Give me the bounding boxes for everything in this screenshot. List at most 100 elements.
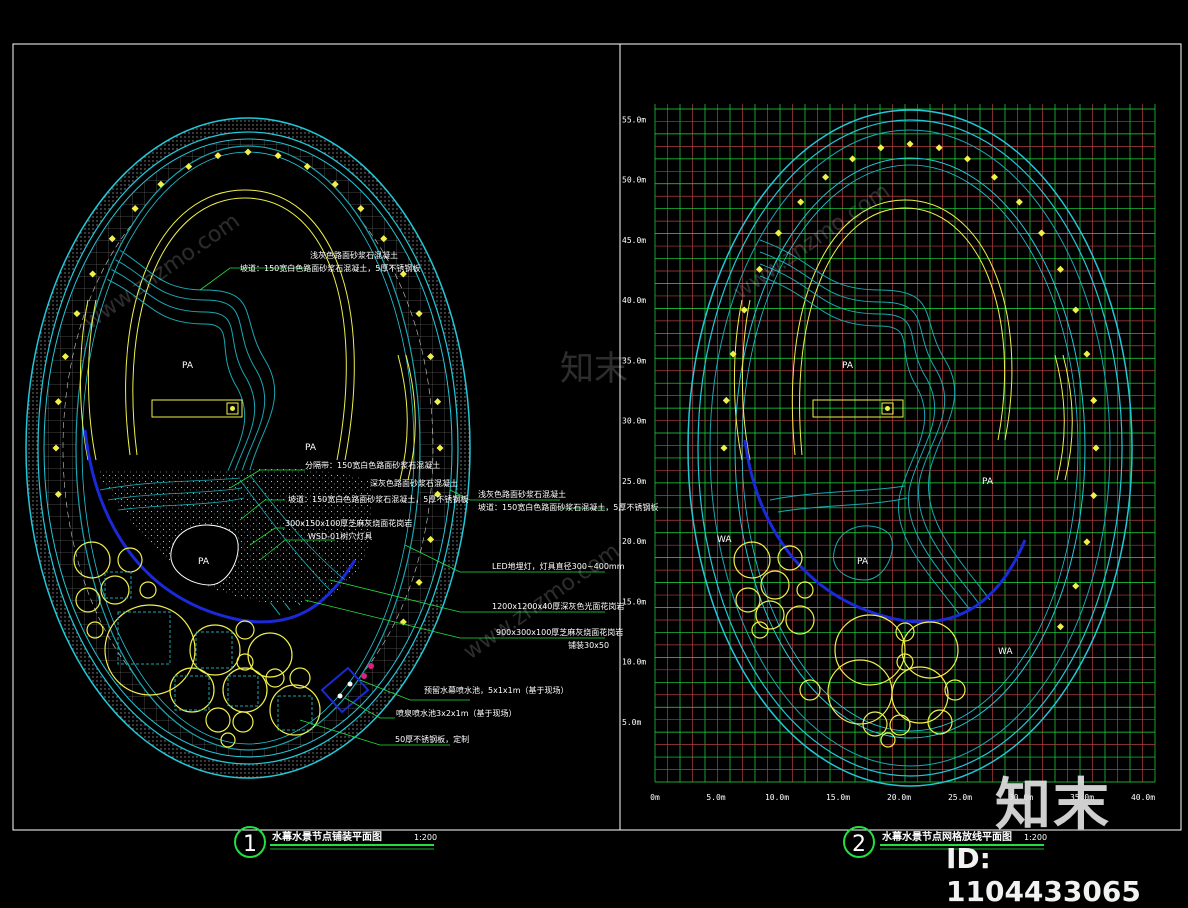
plan2-zone-pa-1: PA <box>842 361 854 371</box>
light-marker <box>303 162 311 171</box>
light-marker <box>1056 265 1065 273</box>
light-marker <box>1083 538 1091 546</box>
light-marker <box>1090 492 1098 500</box>
light-marker <box>131 204 139 213</box>
plan1-scale: 1:200 <box>414 833 437 842</box>
light-marker <box>399 270 407 278</box>
light-marker <box>963 155 972 163</box>
light-marker <box>990 173 998 181</box>
light-marker <box>774 229 783 237</box>
plan1-callout-1: 坡道：150宽白色路面砂浆石混凝土，5厚不锈钢板 <box>240 263 420 273</box>
plan2-title-block: 2 水幕水景节点网格放线平面图 1:200 <box>843 826 1047 858</box>
watermark-logo-faint: 知末 <box>560 349 628 389</box>
plan1-callout-14: 喷泉喷水池3x2x1m（基于现场） <box>396 708 517 718</box>
plan1-callout-4: 坡道：150宽白色路面砂浆石混凝土，5厚不锈钢板 <box>288 494 468 504</box>
plan2-drawing <box>687 109 1133 787</box>
y-axis-tick-label: 25.0m <box>622 477 646 486</box>
y-axis-tick-label: 55.0m <box>622 115 646 124</box>
plan1-callout-12: 铺装30x50 <box>568 640 609 650</box>
y-axis-tick-label: 30.0m <box>622 417 646 426</box>
plan1-title-block: 1 水幕水景节点铺装平面图 1:200 <box>234 826 437 858</box>
light-marker <box>740 306 748 314</box>
light-marker <box>1037 229 1046 237</box>
x-axis-tick-label: 5.0m <box>706 793 725 802</box>
light-marker <box>1072 582 1080 590</box>
light-marker <box>1072 306 1080 314</box>
light-marker <box>906 140 914 148</box>
x-axis-tick-label: 25.0m <box>948 793 972 802</box>
plan2-number: 2 <box>852 832 866 857</box>
y-axis-tick-label: 10.0m <box>622 658 646 667</box>
light-marker <box>434 398 442 406</box>
light-marker <box>54 398 62 406</box>
plan2-zone-pa-2: PA <box>982 477 994 487</box>
light-marker <box>157 180 165 188</box>
light-marker <box>797 198 805 206</box>
y-axis-tick-label: 40.0m <box>622 296 646 305</box>
plan1-callouts: 浅灰色路面砂浆石混凝土 坡道：150宽白色路面砂浆石混凝土，5厚不锈钢板 分隔带… <box>240 250 658 744</box>
plan1-zone-pa-3: PA <box>198 557 210 567</box>
light-marker <box>1083 350 1091 358</box>
plan1-callout-6: WSD-01树穴灯具 <box>308 531 372 541</box>
plan1-callout-3: 深灰色路面砂浆石混凝土 <box>370 478 458 488</box>
plan2-scale: 1:200 <box>1024 833 1047 842</box>
plan2-title: 水幕水景节点网格放线平面图 <box>881 830 1012 843</box>
light-marker <box>1015 198 1023 206</box>
plan1-zone-pa-2: PA <box>305 443 317 453</box>
light-marker <box>54 490 62 498</box>
plan1-callout-10: 1200x1200x40厚深灰色光面花岗岩 <box>492 601 624 611</box>
plan2-zone-wa-2: WA <box>998 647 1013 657</box>
light-marker <box>1056 623 1065 631</box>
light-marker <box>1090 396 1098 404</box>
light-marker <box>61 352 69 361</box>
light-marker <box>108 235 116 243</box>
light-marker <box>935 144 943 152</box>
plan2-number-circle <box>843 826 875 858</box>
y-axis-tick-label: 35.0m <box>622 356 646 365</box>
watermark-id: ID: 1104433065 <box>946 842 1141 908</box>
plan1-number-circle <box>234 826 266 858</box>
light-marker <box>415 578 423 586</box>
plan1-callout-2: 分隔带：150宽白色路面砂浆石混凝土 <box>305 460 440 470</box>
plan2-zone-pa-3: PA <box>857 557 869 567</box>
x-axis-tick-label: 35.0m <box>1070 793 1094 802</box>
light-marker <box>848 155 857 163</box>
plan1-callout-15: 50厚不锈钢板，定制 <box>395 734 469 744</box>
light-marker <box>274 152 282 160</box>
watermark-logo: 知末 <box>995 773 1111 838</box>
light-marker <box>185 162 193 171</box>
plan1-drawing <box>25 117 471 779</box>
light-marker <box>877 144 885 152</box>
light-marker <box>427 535 435 544</box>
plan1-zone-pa-1: PA <box>182 361 194 371</box>
plan1-leader-lines <box>199 267 605 746</box>
plan1-title: 水幕水景节点铺装平面图 <box>271 830 382 843</box>
light-marker <box>427 352 435 361</box>
plan1-callout-7: 浅灰色路面砂浆石混凝土 <box>478 489 566 499</box>
y-axis-tick-label: 45.0m <box>622 236 646 245</box>
plan1-callout-11: 900x300x100厚芝麻灰烧面花岗岩 <box>496 627 623 637</box>
x-axis-tick-label: 30.0m <box>1009 793 1033 802</box>
y-axis-tick-label: 50.0m <box>622 176 646 185</box>
light-marker <box>434 490 442 498</box>
x-axis-tick-label: 0m <box>650 793 660 802</box>
x-axis-tick-label: 20.0m <box>887 793 911 802</box>
plan1-zone-labels: PA PA PA <box>182 361 317 567</box>
plan1-callout-5: 300x150x100厚芝麻灰烧面花岗岩 <box>285 518 412 528</box>
plan2-zone-labels: PA PA PA WA WA <box>717 361 1013 657</box>
plan2-y-axis: 55.0m50.0m45.0m40.0m35.0m30.0m25.0m20.0m… <box>622 115 646 727</box>
light-marker <box>52 444 60 452</box>
light-marker <box>722 396 730 404</box>
watermark-url-2: www.znzmo.com <box>729 179 894 305</box>
light-marker <box>214 152 222 160</box>
light-marker <box>331 180 339 188</box>
light-marker <box>73 310 81 318</box>
plan2-zone-wa-1: WA <box>717 535 732 545</box>
y-axis-tick-label: 15.0m <box>622 597 646 606</box>
light-marker <box>244 148 252 156</box>
light-marker <box>415 310 423 318</box>
plan1-number: 1 <box>243 832 257 857</box>
y-axis-tick-label: 5.0m <box>622 718 641 727</box>
